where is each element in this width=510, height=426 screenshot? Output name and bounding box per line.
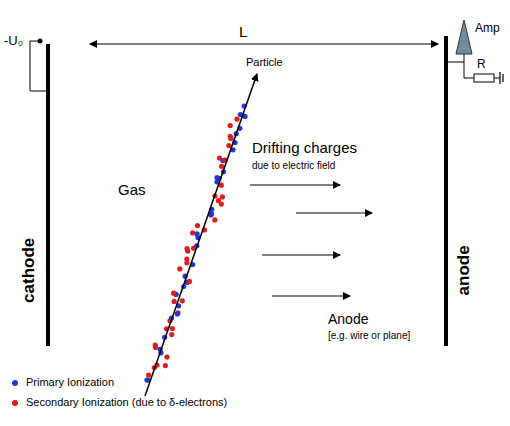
drift-arrow [272,295,350,296]
particle-track [145,74,257,396]
cathode-label: cathode [21,237,40,302]
drift-arrow [250,184,340,185]
anode-note: Anode [328,312,368,327]
drift-note: due to electric field [252,160,335,171]
legend-swatch [12,400,18,406]
legend-swatch [12,380,18,386]
resistor-label: R [477,58,486,71]
amplifier-label: Amp [475,22,500,35]
legend-text: Secondary Ionization (due to δ-electrons… [26,396,227,408]
dimension-label: L [239,24,247,41]
voltage-label: -U₀ [4,34,23,48]
ground-wire [494,78,500,79]
drift-label: Drifting charges [252,140,357,157]
ground-symbol [499,72,500,84]
drift-arrow [296,212,372,213]
ground-symbol [502,74,503,82]
resistor-symbol [474,74,494,82]
amp-wire [446,54,464,62]
anode-label: anode [455,245,474,295]
particle-label: Particle [246,56,283,68]
medium-label: Gas [118,182,146,199]
bias-wire [30,41,48,91]
anode-note: [e.g. wire or plane] [328,330,410,341]
amplifier-symbol [456,20,472,54]
length-arrow [90,43,438,44]
drift-arrow [262,254,340,255]
resistor-wire [464,62,474,78]
legend-text: Primary Ionization [26,376,114,388]
anode-plate [444,36,448,346]
cathode-plate [46,44,50,346]
